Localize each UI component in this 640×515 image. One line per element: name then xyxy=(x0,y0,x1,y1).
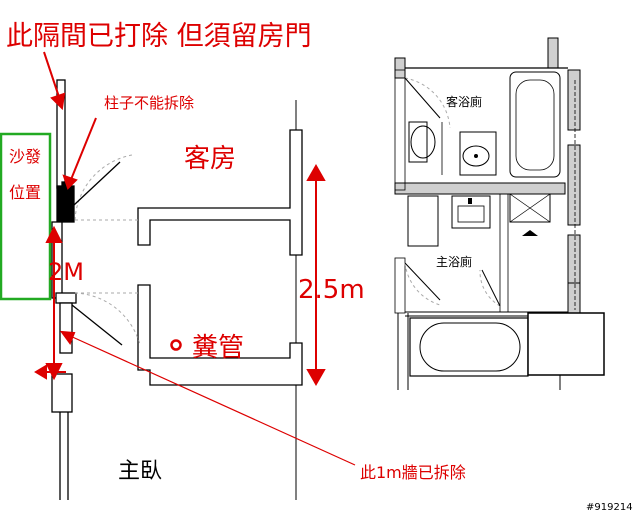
shower-cabinet xyxy=(509,193,551,223)
column xyxy=(56,185,75,223)
top-note: 此隔間已打除 但須留房門 xyxy=(6,21,312,52)
bathtub-master xyxy=(409,317,529,377)
door-stub xyxy=(55,292,77,304)
sewer-pipe-label: 糞管 xyxy=(192,333,244,363)
door-swings-left xyxy=(74,154,141,346)
window-box xyxy=(527,312,605,376)
toilet-guest xyxy=(408,121,428,163)
column-note: 柱子不能拆除 xyxy=(104,94,194,112)
sofa-position-box xyxy=(0,132,52,301)
watermark: #919214 xyxy=(586,502,633,513)
sofa-label-line1: 沙發 xyxy=(9,147,41,166)
sewer-pipe-marker xyxy=(170,339,182,351)
dimension-2m: 2M xyxy=(48,258,84,286)
dimension-2-5m: 2.5m xyxy=(298,275,365,305)
guest-bath-label: 客浴廁 xyxy=(446,94,482,109)
guest-room-wall xyxy=(137,129,303,256)
sofa-label-line2: 位置 xyxy=(9,183,41,202)
bathtub-guest xyxy=(509,71,561,178)
master-bath-label: 主浴廁 xyxy=(436,254,472,269)
door-jamb xyxy=(59,302,73,354)
master-bedroom-label: 主臥 xyxy=(118,459,162,484)
left-wall-lower xyxy=(51,373,73,413)
right-plan xyxy=(394,37,605,390)
toilet-master xyxy=(407,195,439,247)
wall-removed-note: 此1m牆已拆除 xyxy=(360,463,466,482)
sink-guest xyxy=(459,131,497,176)
guest-room-label: 客房 xyxy=(184,144,236,174)
dimension-arrows xyxy=(34,51,356,466)
left-plan-walls xyxy=(51,79,303,500)
sink-master xyxy=(451,195,491,229)
